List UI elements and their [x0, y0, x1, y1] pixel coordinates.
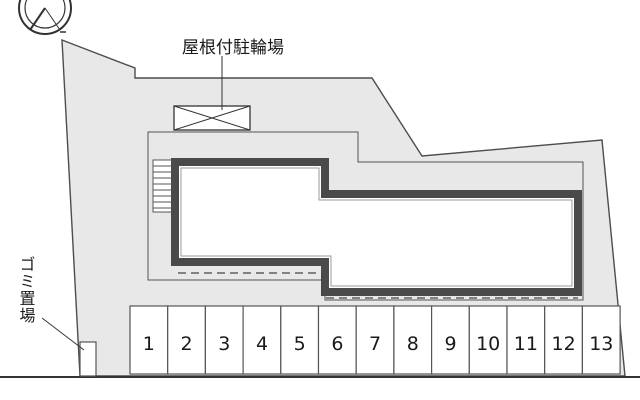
parking-space-5 — [280, 305, 320, 375]
parking-space-7 — [355, 305, 395, 375]
parking-space-11 — [506, 305, 546, 375]
parking-space-number: 1 — [143, 333, 155, 355]
parking-space-number: 12 — [552, 333, 576, 355]
parking-space-number: 13 — [589, 333, 613, 355]
parking-space-3 — [204, 305, 244, 375]
eave-lines — [178, 272, 578, 299]
garbage-area-label: ゴミ置場 — [17, 256, 36, 324]
parking-space-number: 5 — [294, 333, 306, 355]
parking-space-number: 11 — [514, 333, 538, 355]
bicycle-parking-label: 屋根付駐輪場 — [182, 38, 284, 58]
parking-space-number: 9 — [444, 333, 456, 355]
parking-space-number: 2 — [180, 333, 192, 355]
building — [171, 158, 582, 296]
parking-space-10 — [468, 305, 508, 375]
building-perimeter — [147, 131, 584, 301]
garbage-area-box — [79, 341, 97, 377]
parking-space-number: 10 — [476, 333, 500, 355]
building-inner-line — [180, 167, 573, 287]
bicycle-parking-structure — [173, 105, 251, 131]
parking-space-number: 3 — [218, 333, 230, 355]
parking-space-number: 7 — [369, 333, 381, 355]
parking-space-13 — [581, 305, 621, 375]
parking-space-number: 8 — [407, 333, 419, 355]
parking-space-8 — [393, 305, 433, 375]
parking-space-number: 6 — [331, 333, 343, 355]
garbage-leader — [41, 317, 85, 351]
compass-icon — [18, 0, 72, 35]
stairs — [152, 159, 174, 213]
parking-space-number: 4 — [256, 333, 268, 355]
